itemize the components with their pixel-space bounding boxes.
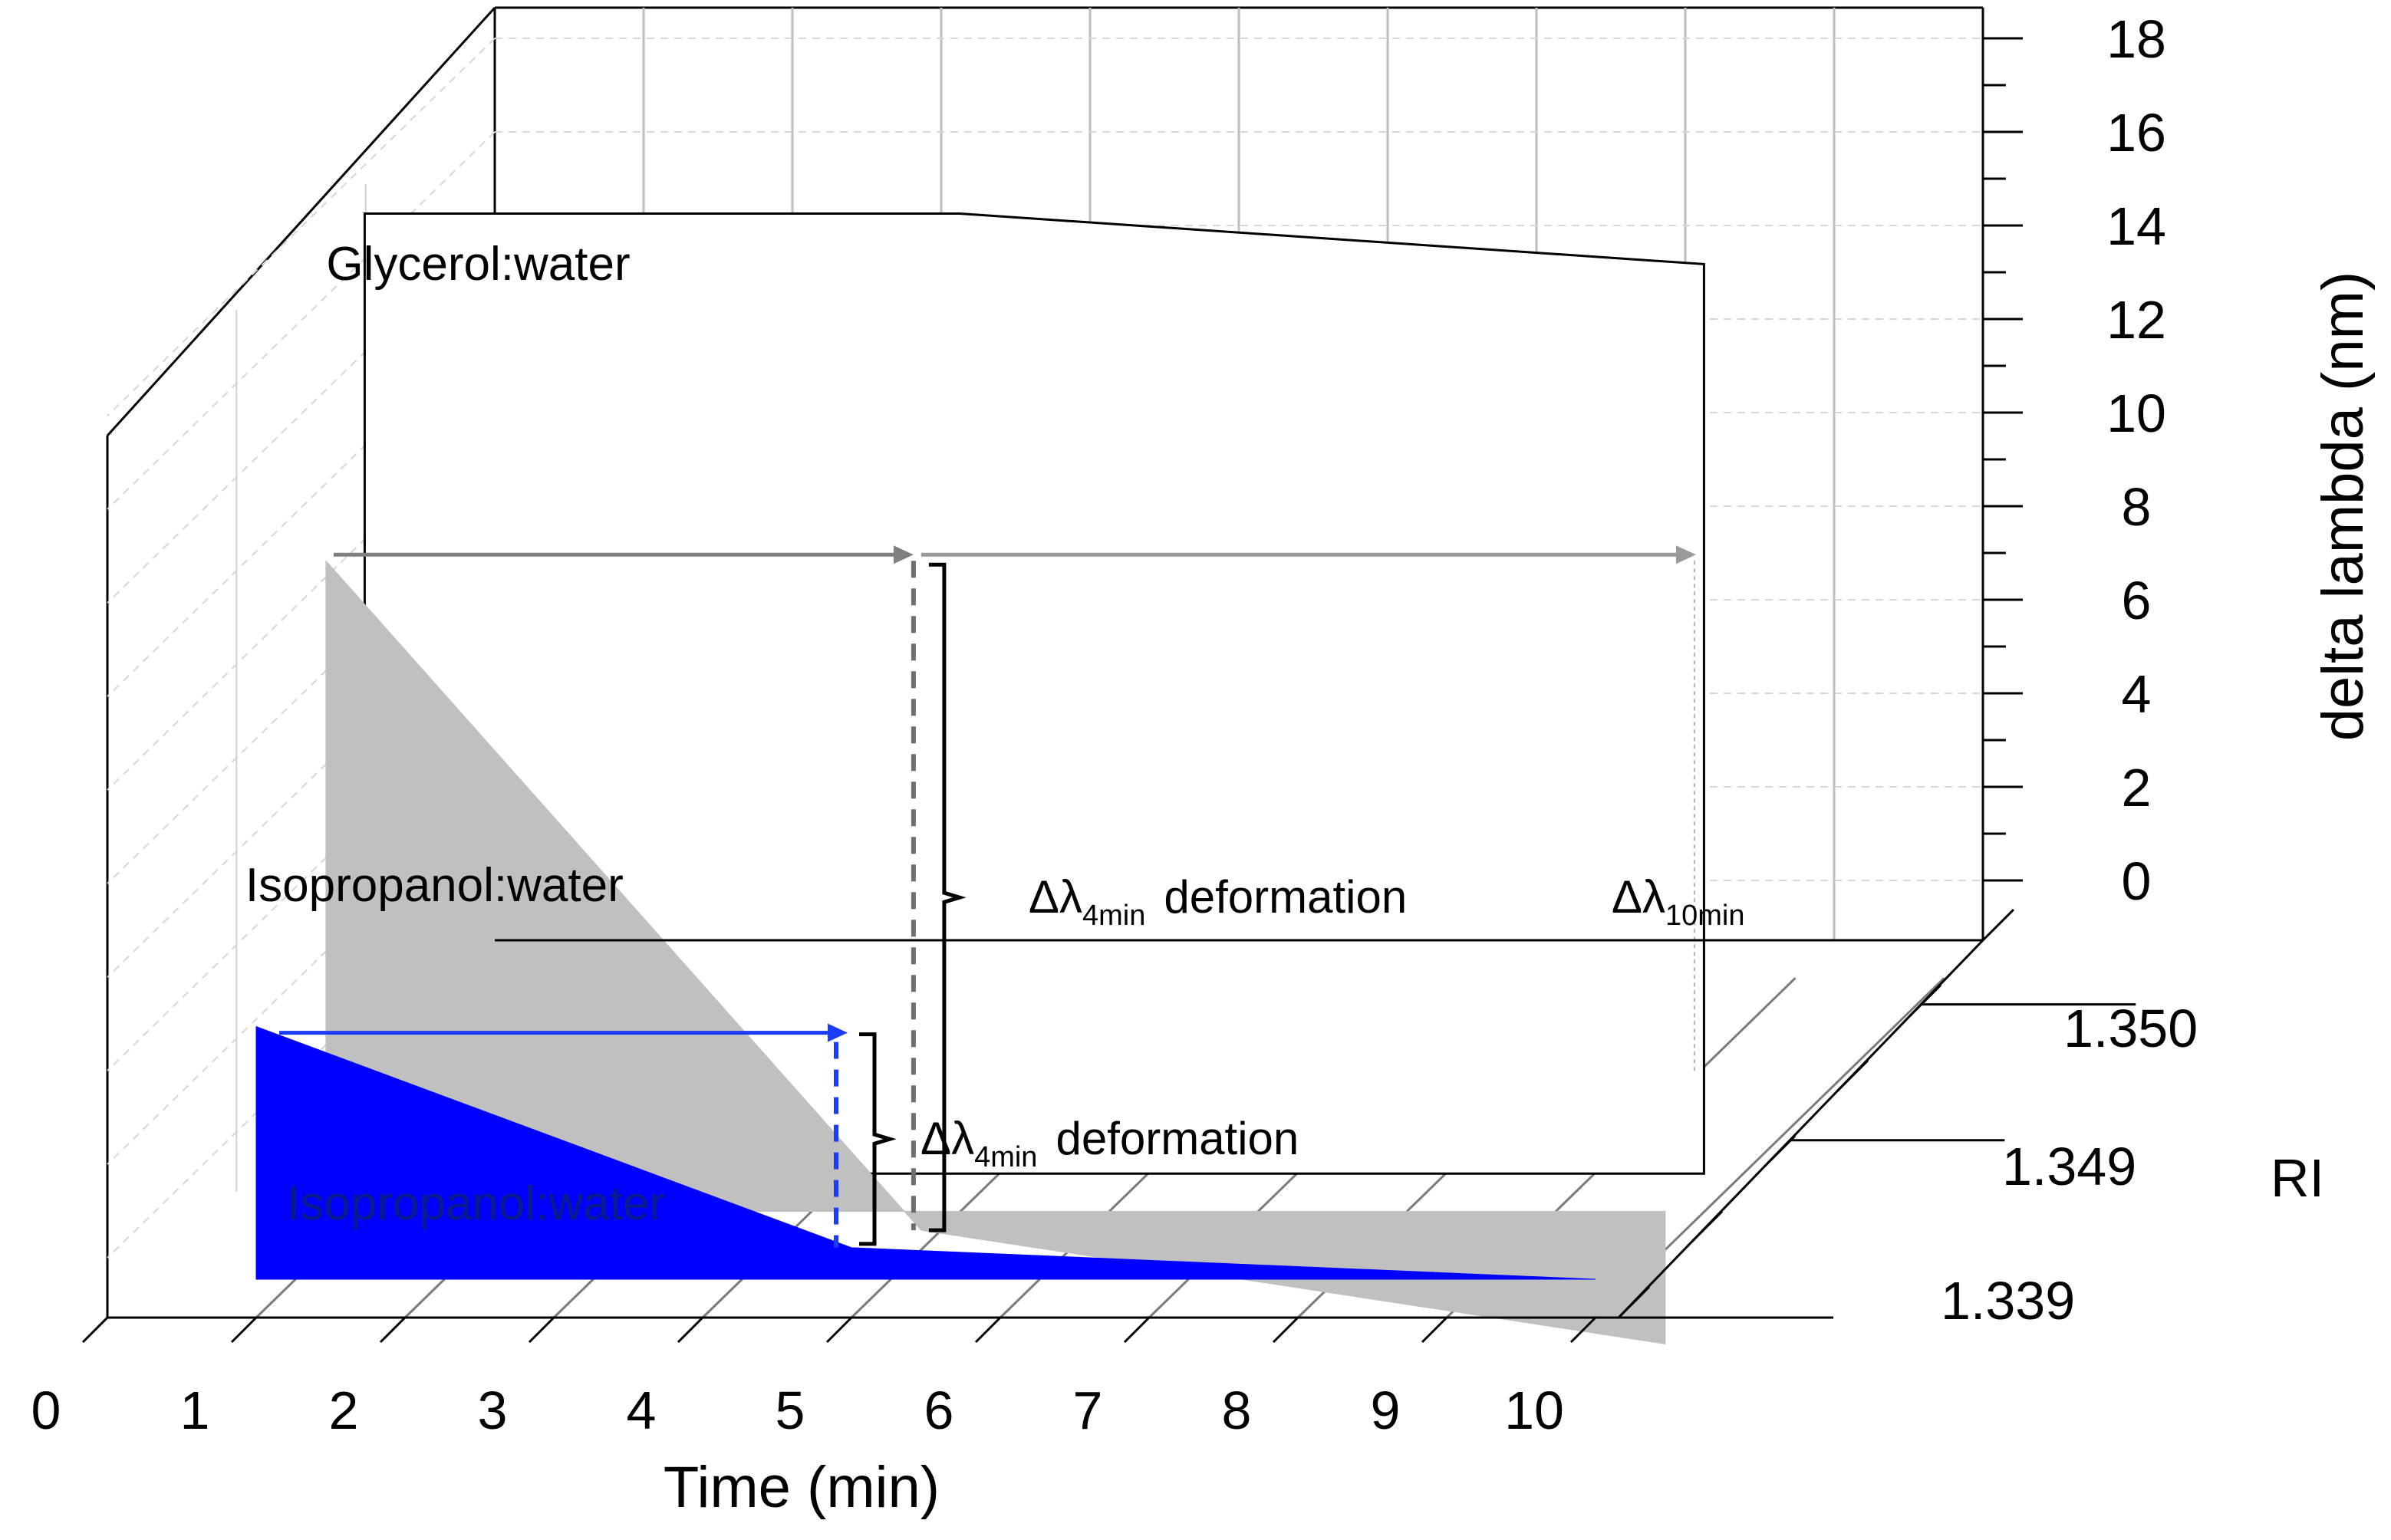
y-tick-label: 16: [2106, 103, 2166, 163]
series-label-glycerol: Glycerol:water: [326, 238, 630, 291]
series-label-isopropanol-1339: Isopropanol:water: [287, 1177, 665, 1230]
z-tick-label: 1.339: [1941, 1271, 2075, 1331]
x-axis-title: Time (min): [664, 1455, 940, 1520]
y-tick-label: 6: [2122, 571, 2152, 630]
x-tick: [677, 1316, 704, 1344]
x-tick: [528, 1316, 555, 1344]
series-ribbon-1.350: [363, 212, 1705, 1175]
z-minor-tick: [1909, 984, 1942, 1017]
x-tick-label: 1: [180, 1380, 210, 1440]
z-tick-label: 1.350: [2063, 999, 2198, 1058]
y-gridline-left: [107, 131, 496, 510]
y-tick-label: 12: [2106, 290, 2166, 350]
gray-arrow-10min-head: [1675, 545, 1696, 564]
left-wall-top-edge: [106, 6, 496, 437]
x-tick-label: 3: [478, 1380, 508, 1440]
blue-arrow-4min-head: [828, 1023, 848, 1042]
y-gridline-left: [107, 38, 496, 416]
series-ribbon-1.339: [255, 1025, 1596, 1280]
series-ribbon-1.349: [325, 559, 1666, 1344]
gray10-annotation: Δλ10min: [1612, 871, 1745, 932]
x-tick: [825, 1316, 853, 1344]
blue-brace: [859, 1032, 897, 1246]
gray-arrow-4min-head: [893, 545, 914, 564]
x-tick-label: 10: [1504, 1380, 1564, 1440]
y-tick-label: 14: [2106, 196, 2166, 256]
x-tick: [1569, 1316, 1597, 1344]
z-minor-tick: [1617, 1285, 1651, 1319]
z-minor-tick: [1836, 1059, 1869, 1092]
x-tick-label: 2: [329, 1380, 359, 1440]
series-label-isopropanol-1349: Isopropanol:water: [245, 859, 624, 912]
z-minor-tick: [1981, 908, 2015, 942]
series-labels: Glycerol:waterIsopropanol:waterIsopropan…: [245, 238, 665, 1230]
x-tick: [1421, 1316, 1448, 1344]
y-tick-label: 8: [2122, 477, 2152, 537]
x-tick: [1123, 1316, 1151, 1344]
x-tick-label: 0: [31, 1380, 61, 1440]
x-tick: [230, 1316, 258, 1344]
y-axis-title: delta lambda (nm): [2310, 271, 2376, 742]
series-ribbons: [255, 212, 1705, 1344]
y-tick-label: 10: [2106, 383, 2166, 443]
x-tick-label: 5: [776, 1380, 805, 1440]
z-tick-label: 1.349: [2002, 1137, 2136, 1196]
x-tick-label: 6: [924, 1380, 954, 1440]
y-tick-label: 18: [2106, 9, 2166, 69]
z-axis-title: RI: [2271, 1148, 2324, 1208]
x-tick-label: 8: [1222, 1380, 1252, 1440]
x-tick: [379, 1316, 407, 1344]
x-tick-label: 9: [1371, 1380, 1401, 1440]
gray-brace: [928, 562, 967, 1232]
x-tick: [81, 1316, 109, 1344]
x-tick: [1272, 1316, 1299, 1344]
x-tick: [974, 1316, 1002, 1344]
x-tick-label: 7: [1073, 1380, 1103, 1440]
y-tick-label: 4: [2122, 664, 2152, 724]
z-minor-tick: [1690, 1210, 1724, 1243]
x-tick-label: 4: [627, 1380, 657, 1440]
y-tick-label: 0: [2122, 851, 2152, 911]
y-tick-label: 2: [2122, 758, 2152, 818]
